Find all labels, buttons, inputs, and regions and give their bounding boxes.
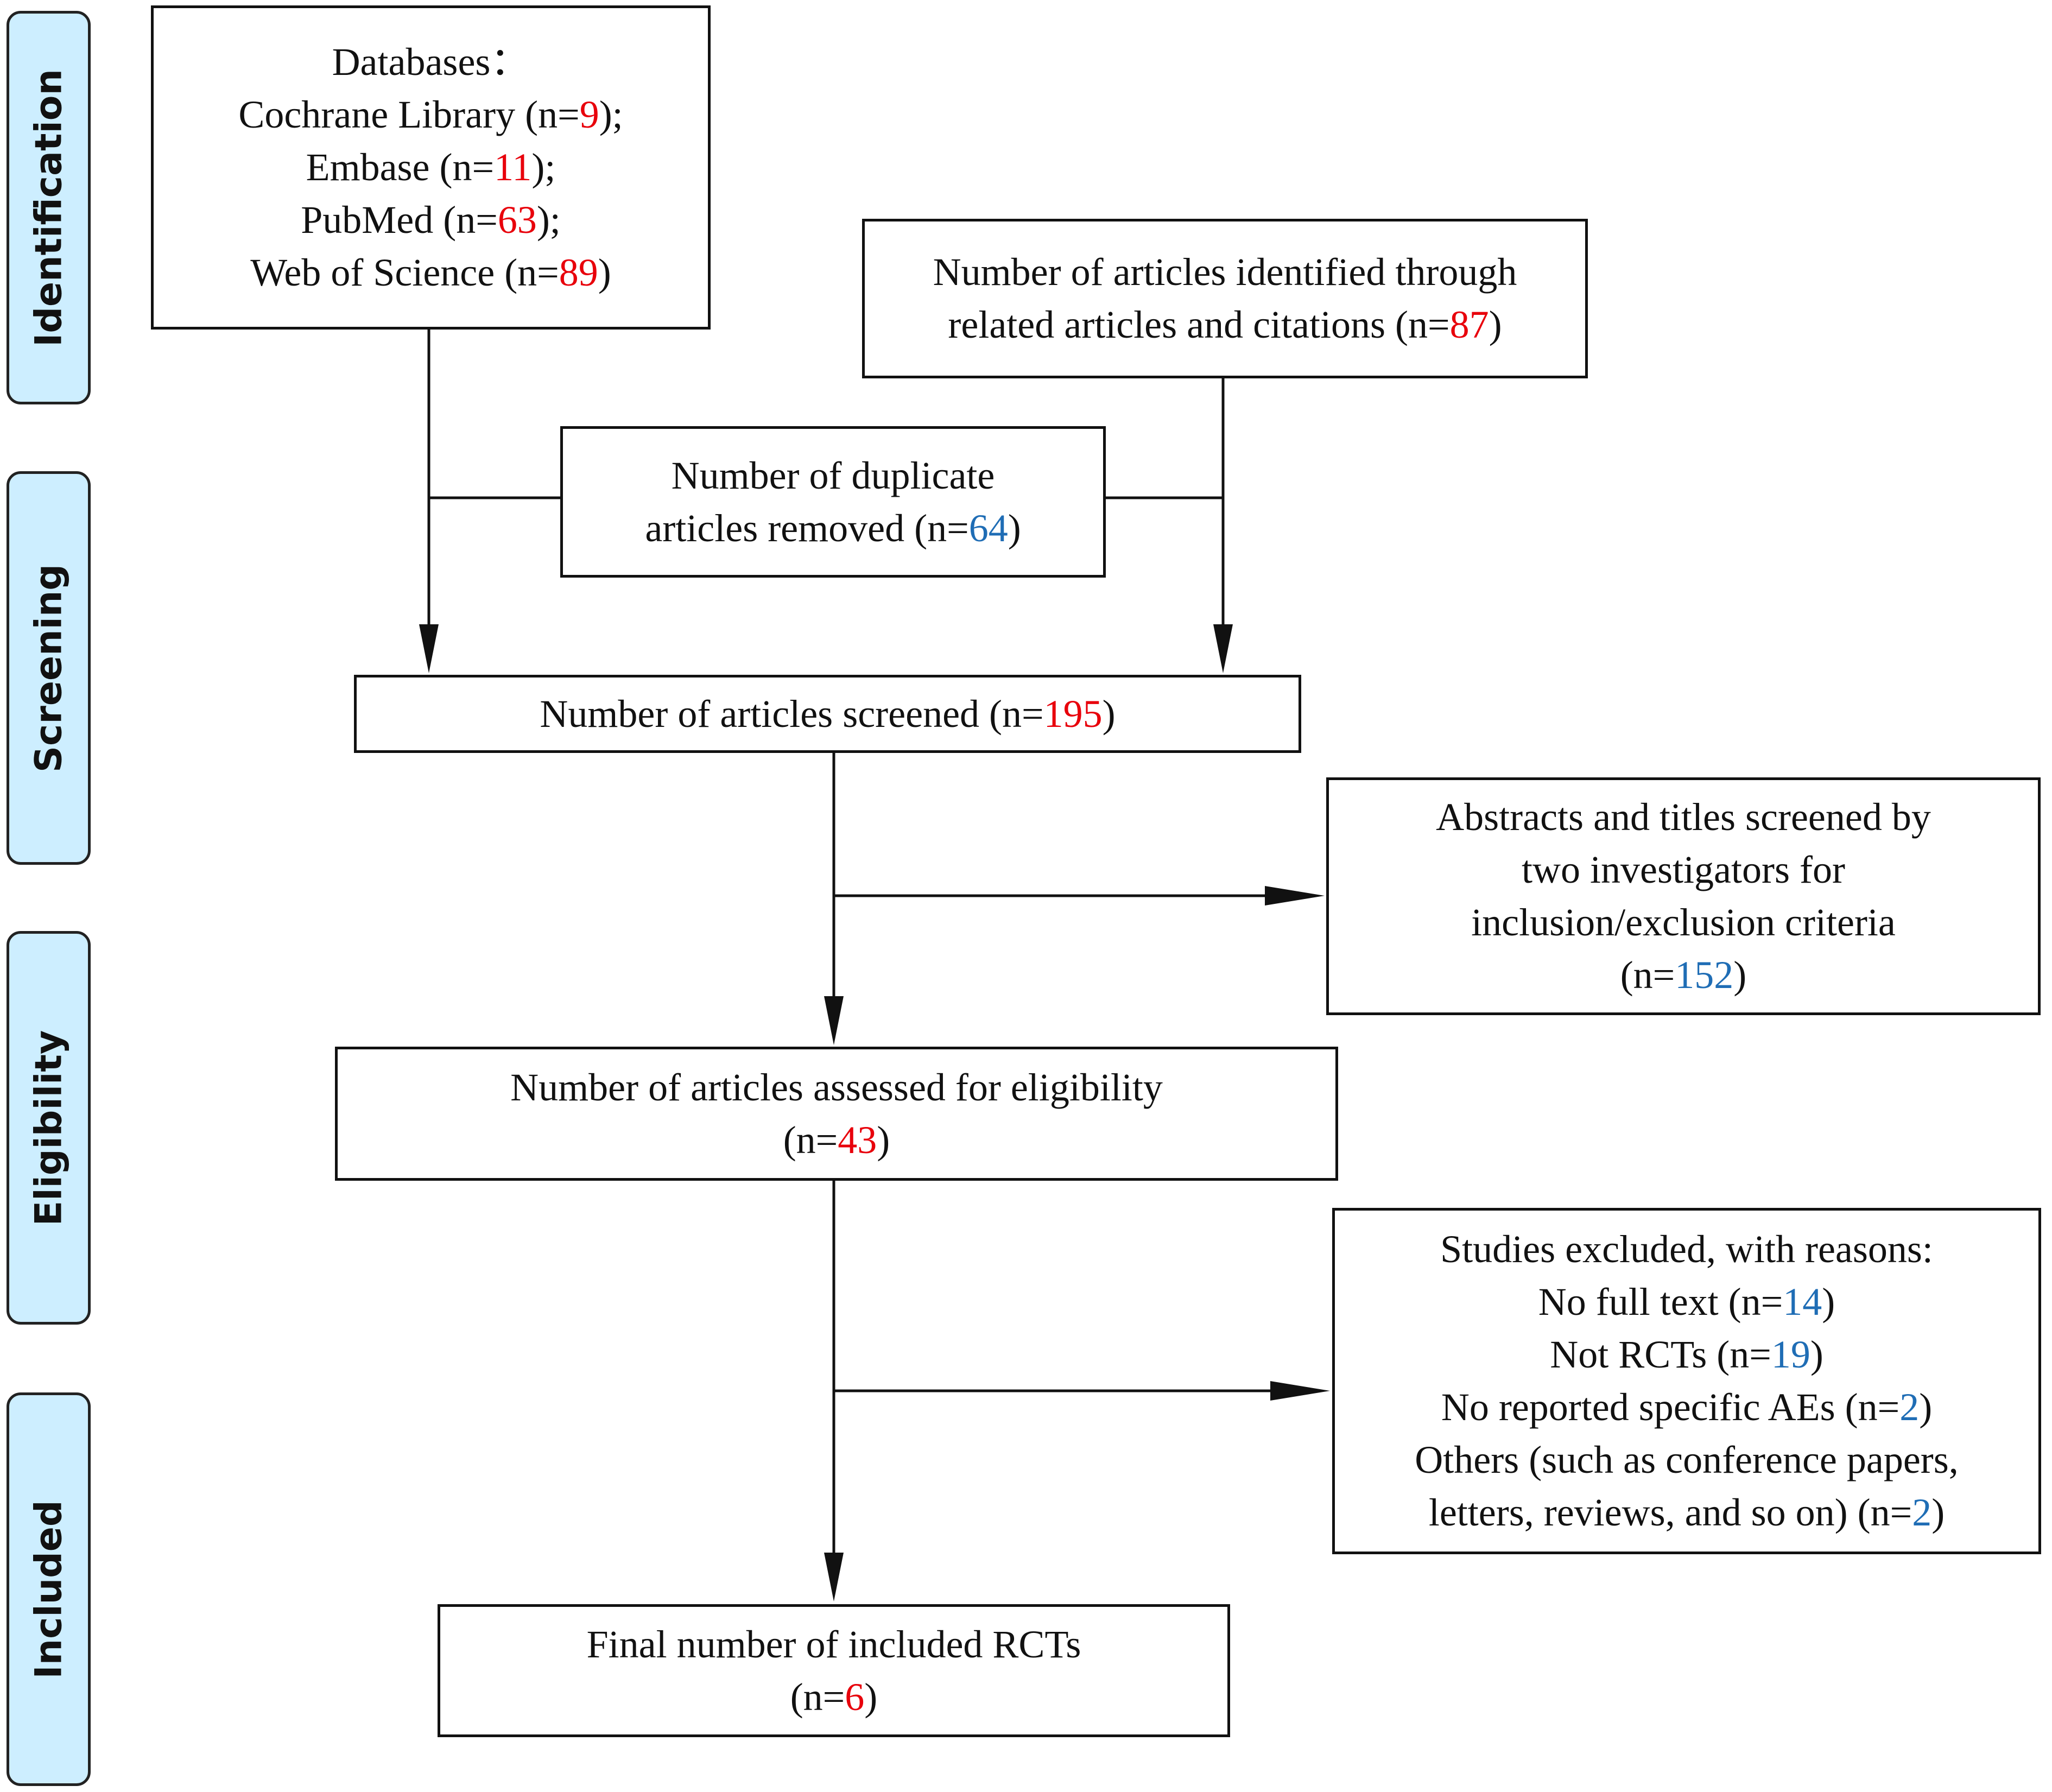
databases-pubmed: PubMed (n=63); [301, 198, 561, 242]
related-line2: related articles and citations (n=87) [948, 303, 1502, 346]
eligibility-box: Number of articles assessed for eligibil… [335, 1047, 1338, 1181]
excluded-no-aes: No reported specific AEs (n=2) [1441, 1385, 1933, 1429]
count-embase: 11 [494, 145, 532, 189]
stage-identification-label: Identification [27, 68, 70, 347]
stage-identification: Identification [7, 11, 91, 404]
arrowhead-eligibility [824, 996, 844, 1045]
count-no-aes: 2 [1899, 1385, 1920, 1429]
stage-screening-label: Screening [27, 563, 70, 772]
arrowhead-abstracts [1265, 886, 1325, 906]
eligibility-line1: Number of articles assessed for eligibil… [510, 1065, 1163, 1109]
abstracts-line3: inclusion/exclusion criteria [1471, 901, 1896, 944]
arrowhead-databases [419, 624, 439, 673]
stage-included: Included [7, 1392, 91, 1786]
databases-embase: Embase (n=11); [306, 145, 556, 189]
count-wos: 89 [559, 251, 598, 294]
count-abstracts: 152 [1675, 953, 1734, 997]
duplicates-line2: articles removed (n=64) [645, 506, 1021, 550]
excluded-others-line2: letters, reviews, and so on) (n=2) [1428, 1491, 1945, 1534]
databases-heading: Databases： [332, 40, 530, 84]
count-others: 2 [1912, 1491, 1932, 1534]
final-box: Final number of included RCTs (n=6) [438, 1604, 1230, 1737]
excluded-box: Studies excluded, with reasons: No full … [1332, 1208, 2041, 1554]
stage-eligibility-label: Eligibility [27, 1030, 70, 1226]
excluded-heading: Studies excluded, with reasons: [1440, 1227, 1933, 1271]
stage-eligibility: Eligibility [7, 931, 91, 1325]
count-cochrane: 9 [579, 93, 599, 136]
arrowhead-final [824, 1553, 844, 1601]
count-related: 87 [1449, 303, 1489, 346]
abstracts-line4: (n=152) [1620, 953, 1747, 997]
count-pubmed: 63 [497, 198, 537, 242]
arrowhead-related [1213, 624, 1233, 673]
databases-box: Databases： Cochrane Library (n=9); Embas… [151, 5, 711, 330]
related-articles-box: Number of articles identified through re… [862, 219, 1588, 378]
screened-line: Number of articles screened (n=195) [540, 692, 1116, 736]
databases-cochrane: Cochrane Library (n=9); [238, 93, 623, 136]
stage-screening: Screening [7, 471, 91, 865]
abstracts-line1: Abstracts and titles screened by [1436, 795, 1931, 839]
screened-box: Number of articles screened (n=195) [354, 675, 1301, 753]
arrowhead-excluded [1270, 1381, 1330, 1401]
eligibility-line2: (n=43) [783, 1118, 890, 1162]
duplicates-line1: Number of duplicate [671, 453, 995, 497]
related-line1: Number of articles identified through [933, 250, 1517, 294]
count-duplicates: 64 [968, 506, 1008, 550]
count-eligibility: 43 [838, 1118, 877, 1162]
count-final: 6 [845, 1675, 865, 1719]
stage-included-label: Included [27, 1499, 70, 1679]
abstracts-line2: two investigators for [1522, 848, 1845, 891]
final-line1: Final number of included RCTs [586, 1622, 1081, 1666]
final-line2: (n=6) [790, 1675, 878, 1719]
databases-wos: Web of Science (n=89) [250, 251, 611, 294]
duplicates-box: Number of duplicate articles removed (n=… [560, 426, 1106, 578]
count-fulltext: 14 [1783, 1280, 1822, 1324]
excluded-fulltext: No full text (n=14) [1538, 1280, 1835, 1324]
count-screened: 195 [1043, 692, 1103, 736]
count-not-rcts: 19 [1771, 1333, 1810, 1376]
excluded-not-rcts: Not RCTs (n=19) [1550, 1333, 1823, 1376]
excluded-others-line1: Others (such as conference papers, [1415, 1438, 1959, 1481]
abstracts-box: Abstracts and titles screened by two inv… [1326, 777, 2041, 1015]
